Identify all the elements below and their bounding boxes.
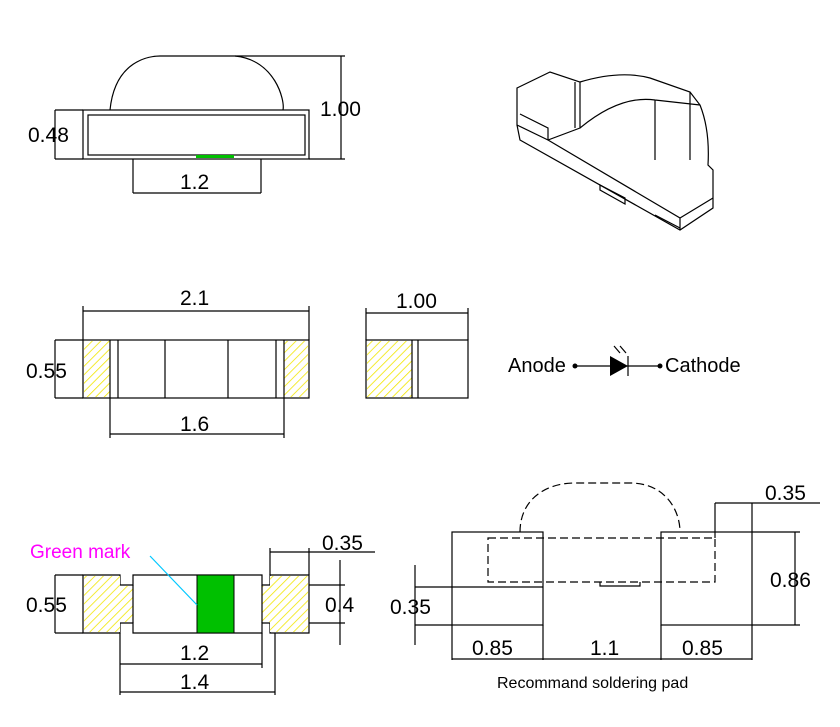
- soldering-pad-caption: Recommand soldering pad: [497, 675, 688, 692]
- soldering-pad-view: 0.35 0.86 0.35 0.85 1.1 0.85 Recommand s…: [390, 482, 820, 692]
- side-view: 1.00: [365, 290, 469, 399]
- dim-bottom-width: 1.2: [180, 171, 209, 194]
- lens-dome: [109, 55, 284, 111]
- dim-inner-length: 1.6: [180, 413, 209, 436]
- dim-width: 1.00: [396, 290, 437, 313]
- dim-body-height: 0.48: [28, 124, 69, 147]
- leader-line: [149, 555, 198, 606]
- top-view: 1.00 0.48 1.2: [28, 55, 361, 194]
- dim-length: 2.1: [180, 287, 209, 310]
- dim-gap: 1.1: [590, 637, 619, 660]
- pad-right: [660, 531, 753, 626]
- dim-pad-width-left: 0.85: [472, 637, 513, 660]
- bottom-view: Green mark 0.35 0.4 0.55 1.2 1.4: [26, 532, 375, 695]
- green-mark-top: [196, 155, 234, 158]
- dim-pad-height: 0.4: [325, 594, 355, 617]
- lead-frame-grid: [87, 114, 306, 156]
- dim-bottom-height: 0.55: [26, 594, 67, 617]
- cathode-label: Cathode: [665, 355, 741, 377]
- dim-offset-left: 0.35: [390, 596, 431, 619]
- pad-left: [451, 531, 544, 626]
- dim-pad-width-right: 0.85: [682, 637, 723, 660]
- front-view: 2.1 1.6 0.55: [26, 287, 310, 438]
- dim-outer: 1.4: [180, 671, 210, 694]
- diode-symbol: Anode Cathode: [508, 345, 741, 377]
- green-mark-label: Green mark: [30, 542, 131, 563]
- anode-label: Anode: [508, 355, 566, 377]
- dim-pad-height-sp: 0.86: [770, 569, 811, 592]
- dim-notch: 0.35: [322, 532, 363, 555]
- green-mark: [196, 574, 235, 634]
- isometric-view: [516, 71, 714, 231]
- dim-offset-top: 0.35: [765, 482, 806, 505]
- dim-inner: 1.2: [180, 642, 209, 665]
- dim-height: 0.55: [26, 360, 67, 383]
- dim-height-total: 1.00: [320, 98, 361, 121]
